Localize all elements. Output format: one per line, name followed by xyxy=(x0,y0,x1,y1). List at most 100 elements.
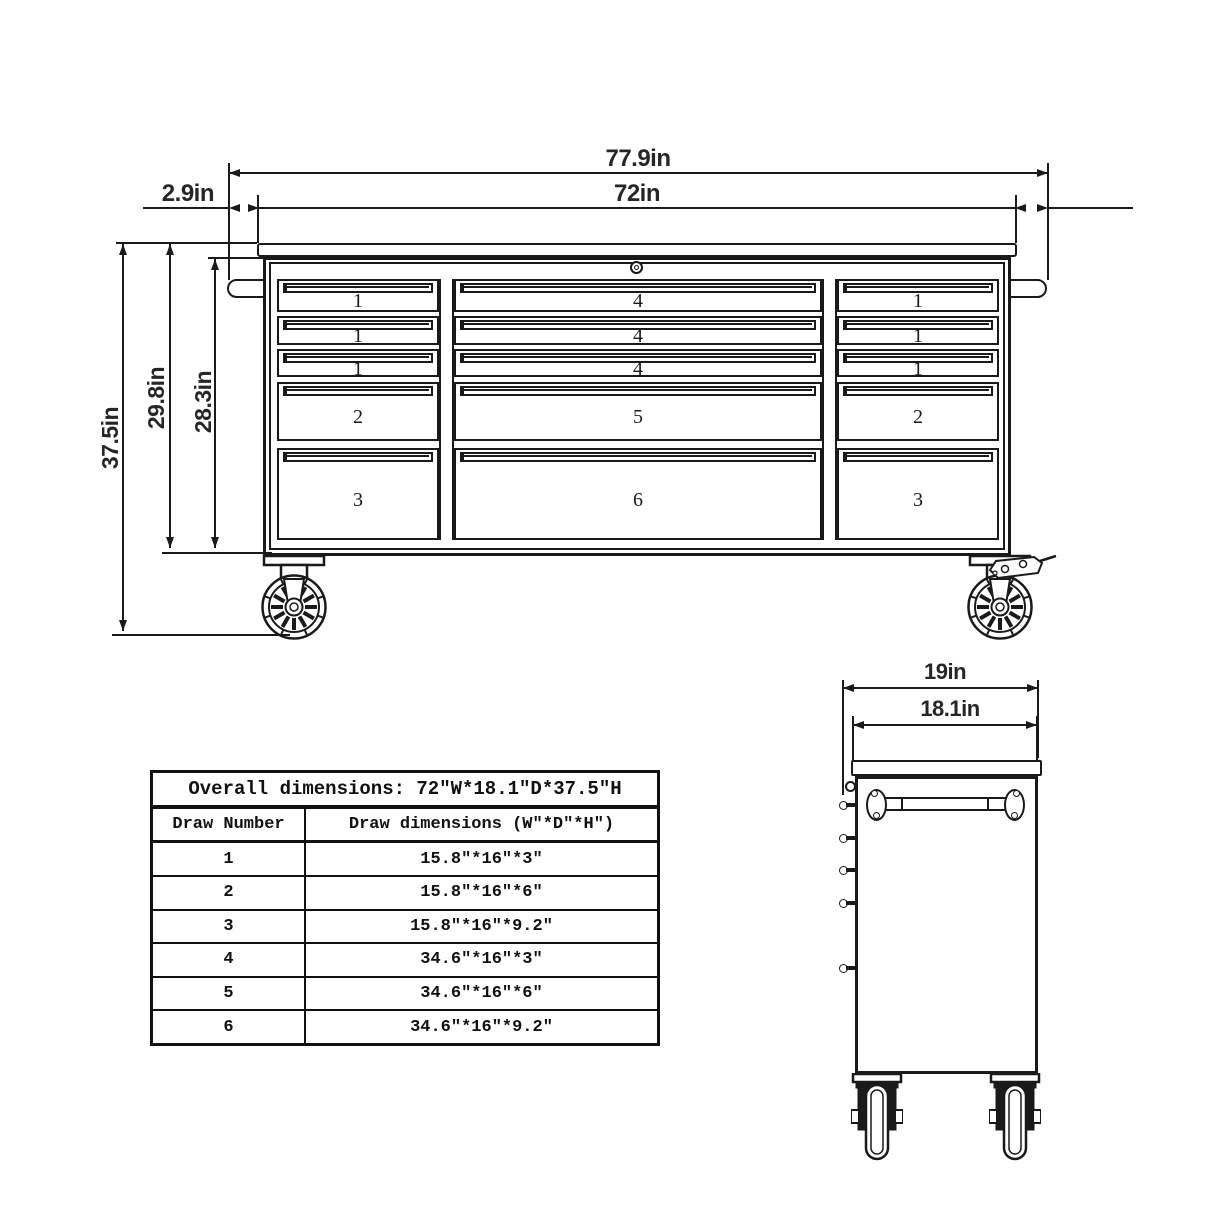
dim-line-body-height xyxy=(169,244,171,548)
spec-table: Overall dimensions: 72″W*18.1″D*37.5″H D… xyxy=(150,770,660,1046)
screw-icon xyxy=(1011,812,1018,819)
arrow-left-icon xyxy=(1015,204,1026,212)
latch-clip-stem xyxy=(846,966,856,970)
drawer-handle xyxy=(843,283,993,293)
draw-dimensions-cell: 34.6″*16″*3″ xyxy=(420,950,543,970)
drawer-number: 1 xyxy=(913,325,923,347)
extension-line xyxy=(852,716,854,776)
arrow-right-icon xyxy=(1037,169,1048,177)
draw-number-cell: 1 xyxy=(153,843,306,875)
caster-brake-lever-icon xyxy=(988,554,1057,580)
side-handle-bar xyxy=(875,797,1017,811)
dim-label-handle-offset: 2.9in xyxy=(161,180,215,207)
table-header-row: Draw Number Draw dimensions (W″*D″*H″) xyxy=(153,808,657,844)
table-row: 5 34.6″*16″*6″ xyxy=(153,977,657,1012)
extension-line xyxy=(1015,195,1017,243)
draw-number-cell: 4 xyxy=(153,944,306,976)
drawer: 1 xyxy=(277,279,439,312)
dim-label-drawer-area-height: 28.3in xyxy=(190,370,216,434)
drawer-number: 4 xyxy=(633,325,643,347)
dim-label-body-height: 29.8in xyxy=(143,366,169,430)
side-handle-joint xyxy=(987,799,989,809)
extension-line xyxy=(257,195,259,243)
drawer-number: 5 xyxy=(633,406,643,428)
drawer: 4 xyxy=(454,349,822,380)
arrow-right-icon xyxy=(1027,684,1038,692)
drawer-column-left: 1 1 1 2 3 xyxy=(277,279,439,540)
left-push-handle xyxy=(227,279,265,298)
dim-label-overall-height: 37.5in xyxy=(97,406,123,470)
extension-line xyxy=(208,257,263,259)
drawer-number: 6 xyxy=(633,488,643,511)
latch-clip-stem xyxy=(846,868,856,872)
extension-line xyxy=(228,163,230,280)
drawer-number: 1 xyxy=(913,357,923,380)
table-row: 1 15.8″*16″*3″ xyxy=(153,843,657,877)
drawer-column-middle: 4 4 4 5 6 xyxy=(454,279,822,540)
drawer-handle xyxy=(460,386,816,396)
draw-dimensions-cell: 34.6″*16″*9.2″ xyxy=(410,1017,553,1037)
drawer-handle xyxy=(843,353,993,363)
drawer-handle xyxy=(283,353,433,363)
extension-line xyxy=(116,242,257,244)
side-lock-icon xyxy=(845,781,856,792)
drawer: 2 xyxy=(837,382,999,441)
arrow-left-icon xyxy=(853,721,864,729)
arrow-down-icon xyxy=(166,537,174,548)
drawer-handle xyxy=(283,320,433,330)
table-row: 6 34.6″*16″*9.2″ xyxy=(153,1011,657,1043)
table-title-row: Overall dimensions: 72″W*18.1″D*37.5″H xyxy=(153,773,657,809)
arrow-right-icon xyxy=(1026,721,1037,729)
draw-dimensions-cell: 15.8″*16″*6″ xyxy=(420,883,543,903)
keylock-center-icon xyxy=(634,265,639,270)
extension-line xyxy=(842,680,844,795)
dim-line-overall-width xyxy=(229,172,1048,174)
drawer-handle xyxy=(843,320,993,330)
arrow-up-icon xyxy=(211,259,219,270)
dim-line-overall-depth xyxy=(843,687,1038,689)
extension-line xyxy=(1037,680,1039,758)
dim-label-overall-width: 77.9in xyxy=(605,145,671,172)
screw-icon xyxy=(873,812,880,819)
drawer: 1 xyxy=(277,316,439,347)
drawer: 1 xyxy=(837,349,999,380)
drawer: 3 xyxy=(837,448,999,540)
dim-line-body-width xyxy=(259,207,1015,209)
drawer-handle xyxy=(843,452,993,462)
draw-number-cell: 2 xyxy=(153,876,306,909)
arrow-left-icon xyxy=(229,204,240,212)
drawer-handle xyxy=(283,452,433,462)
table-row: 3 15.8″*16″*9.2″ xyxy=(153,910,657,945)
screw-icon xyxy=(871,790,878,797)
drawer-handle xyxy=(283,386,433,396)
latch-clip-stem xyxy=(846,803,856,807)
arrow-up-icon xyxy=(166,244,174,255)
dim-line-drawer-area-height xyxy=(214,259,216,548)
drawer-number: 1 xyxy=(353,290,363,312)
drawer: 4 xyxy=(454,316,822,347)
drawer-handle xyxy=(460,452,816,462)
arrow-left-icon xyxy=(843,684,854,692)
dim-label-overall-depth: 19in xyxy=(923,659,967,684)
dim-line-body-depth xyxy=(853,724,1037,726)
drawer-handle xyxy=(460,320,816,330)
arrow-right-icon xyxy=(1037,204,1048,212)
extension-line xyxy=(1036,716,1038,776)
draw-dimensions-cell: 34.6″*16″*6″ xyxy=(420,984,543,1004)
caster-wheel-front-left xyxy=(261,554,327,640)
latch-clip-stem xyxy=(846,901,856,905)
cabinet-top-surface xyxy=(257,243,1017,257)
drawer-column-right: 1 1 1 2 3 xyxy=(837,279,999,540)
extension-line xyxy=(112,634,290,636)
side-handle-joint xyxy=(901,799,903,809)
drawer-number: 1 xyxy=(353,325,363,347)
drawer: 6 xyxy=(454,448,822,540)
column-divider xyxy=(822,279,837,540)
drawer: 4 xyxy=(454,279,822,312)
table-row: 4 34.6″*16″*3″ xyxy=(153,944,657,978)
drawer: 2 xyxy=(277,382,439,441)
extension-line xyxy=(162,552,272,554)
screw-icon xyxy=(1013,790,1020,797)
arrow-up-icon xyxy=(119,244,127,255)
